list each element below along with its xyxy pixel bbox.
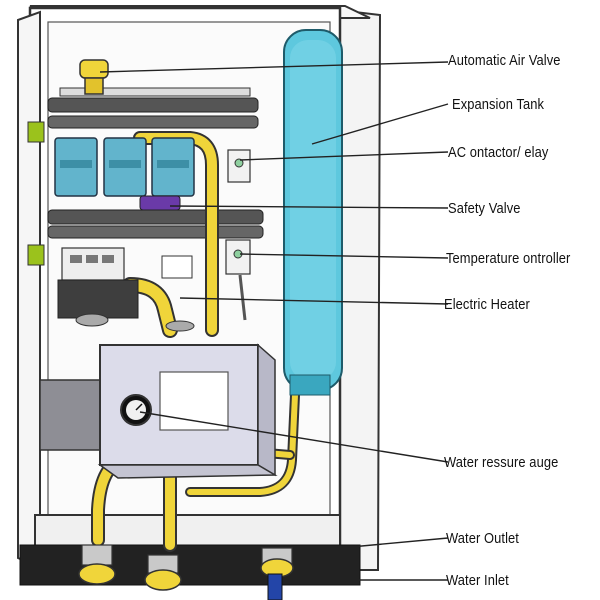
label-safety-valve: Safety Valve	[448, 200, 521, 217]
label-water-outlet: Water Outlet	[446, 530, 519, 547]
safety-valve	[139, 195, 181, 211]
contactors	[54, 137, 195, 197]
label-automatic-air-valve: Automatic Air Valve	[448, 52, 561, 69]
cabinet-left-flange	[17, 10, 41, 570]
temperature-controller-module	[225, 239, 251, 275]
inlet-pipe	[267, 573, 283, 600]
label-contactor-relay: AC ontactor/ elay	[448, 144, 549, 161]
pressure-gauge	[120, 394, 152, 426]
relay-rod	[238, 274, 247, 321]
label-temperature-controller: Temperature ontroller	[446, 250, 571, 267]
bottom-base	[19, 544, 361, 586]
leader-outlet	[339, 537, 449, 549]
leader-safety-valve	[169, 205, 449, 209]
leader-expansion-tank	[311, 103, 449, 145]
relay-module	[227, 149, 251, 183]
label-expansion-tank: Expansion Tank	[452, 96, 545, 113]
lower-rail	[47, 209, 264, 239]
leader-heater	[179, 297, 449, 305]
leader-lines	[99, 61, 449, 581]
bracket-tab-lower	[27, 244, 45, 266]
air-valve	[79, 59, 109, 95]
bottom-fittings	[78, 544, 294, 600]
cabinet-right-side	[337, 8, 382, 571]
leader-pressure-gauge	[139, 411, 449, 463]
leader-air-valve	[99, 61, 449, 73]
heater-port	[75, 313, 109, 327]
expansion-tank	[283, 29, 343, 396]
label-water-pressure-gauge: Water ressure auge	[444, 454, 559, 471]
heater-flange	[57, 279, 139, 319]
bracket-tab-upper	[27, 121, 45, 143]
label-water-inlet: Water Inlet	[446, 572, 509, 589]
terminal-block	[61, 247, 193, 281]
upper-rail	[47, 87, 259, 129]
heater-port-right	[165, 320, 195, 332]
leader-contactor	[239, 151, 449, 161]
leader-temp-controller	[239, 253, 449, 259]
label-electric-heater: Electric Heater	[444, 296, 530, 313]
